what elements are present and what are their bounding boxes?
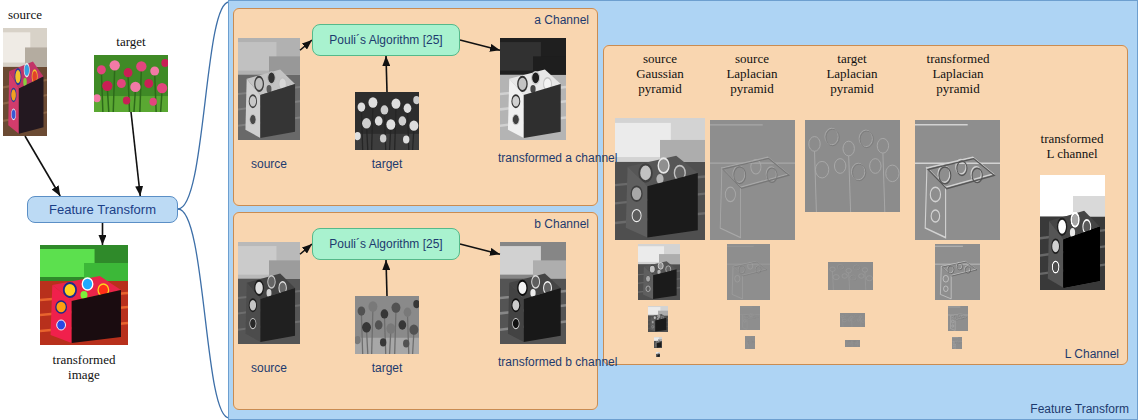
box-label: Pouli´s Algorithm [25] [329,237,442,251]
panel-title: b Channel [534,217,589,231]
image-panel: target [355,296,419,354]
pyramid-level [727,244,770,300]
image-panel: source [3,28,47,136]
panel-title: Feature Transform [1030,402,1129,416]
arrow-connector [300,244,312,254]
image-label: target [357,362,417,376]
image-panel: target [355,92,419,150]
pyramid-level [745,336,755,349]
photo [3,28,47,136]
column-heading: source Gaussian pyramid [624,52,696,97]
image-panel: target [94,55,168,112]
channel-image [500,38,566,140]
pyramid-level [840,313,865,327]
pyramid-level [845,340,860,347]
arrow-connector [460,244,500,254]
channel-image [354,92,419,150]
image-label: target [357,158,417,172]
bracket-line [178,209,229,418]
channel-image [1040,175,1105,290]
pyramid-level [952,337,962,349]
panel-title: L Channel [1065,347,1119,361]
arrow-connector [386,260,387,296]
pyramid-level [828,262,873,290]
pyramid-level [648,306,668,332]
pyramid-level [935,244,980,300]
panel-ground [228,0,1138,420]
image-panel: transformed b channel [500,242,566,344]
pyramid-level [615,118,705,240]
image-label: source [239,158,299,172]
image-label: target [101,35,161,50]
pyramid-level [638,244,680,300]
column-heading: transformed L channel [1037,132,1107,162]
process-box: Pouli´s Algorithm [25] [312,24,460,56]
image-label: source [239,362,299,376]
pyramid-level [948,306,968,331]
pyramid-level [710,120,795,240]
channel-panel: b Channel source Pouli´s Algorithm [25] tar… [233,212,598,410]
pyramid-level [915,120,1000,240]
bracket-line [178,2,229,209]
arrow-connector [25,136,60,196]
column-heading: transformed Laplacian pyramid [922,52,994,97]
image-panel: source [238,242,300,344]
photo [93,55,168,112]
panel-ground [233,212,598,410]
image-label: transformed image [49,353,119,383]
column-heading: target Laplacian pyramid [816,52,888,97]
panel-ground [603,45,1128,365]
process-box: Pouli´s Algorithm [25] [312,228,460,260]
pyramid-level [805,120,900,212]
arrow-connector [102,223,104,245]
image-label: transformed b channel [498,356,568,370]
process-box: Feature Transform [27,196,178,223]
image-panel: transformed a channel [500,38,566,140]
channel-image [238,242,300,344]
image-panel: transformed image [40,245,128,345]
channel-image [500,242,566,344]
box-label: Feature Transform [49,202,156,217]
panel-title: a Channel [534,13,589,27]
image-panel: source [238,38,300,140]
channel-panel: a Channel source Pouli´s Algorithm [25] tar… [233,8,598,206]
pyramid-level [654,337,662,348]
channel-image [238,38,300,140]
image-label: source [0,8,50,23]
channel-image [354,296,419,354]
arrow-connector [131,112,140,196]
photo [40,245,128,345]
arrow-connector [460,40,500,50]
image-label: transformed a channel [498,152,568,166]
arrow-connector [386,56,387,92]
box-label: Pouli´s Algorithm [25] [329,33,442,47]
column-heading: source Laplacian pyramid [716,52,788,97]
arrow-connector [300,40,312,50]
pyramid-level [656,352,660,357]
pyramid-level [740,306,760,330]
panel-ground [233,8,598,206]
group-panel: Feature Transforma ChannelsourcePouli´s … [228,0,1138,420]
